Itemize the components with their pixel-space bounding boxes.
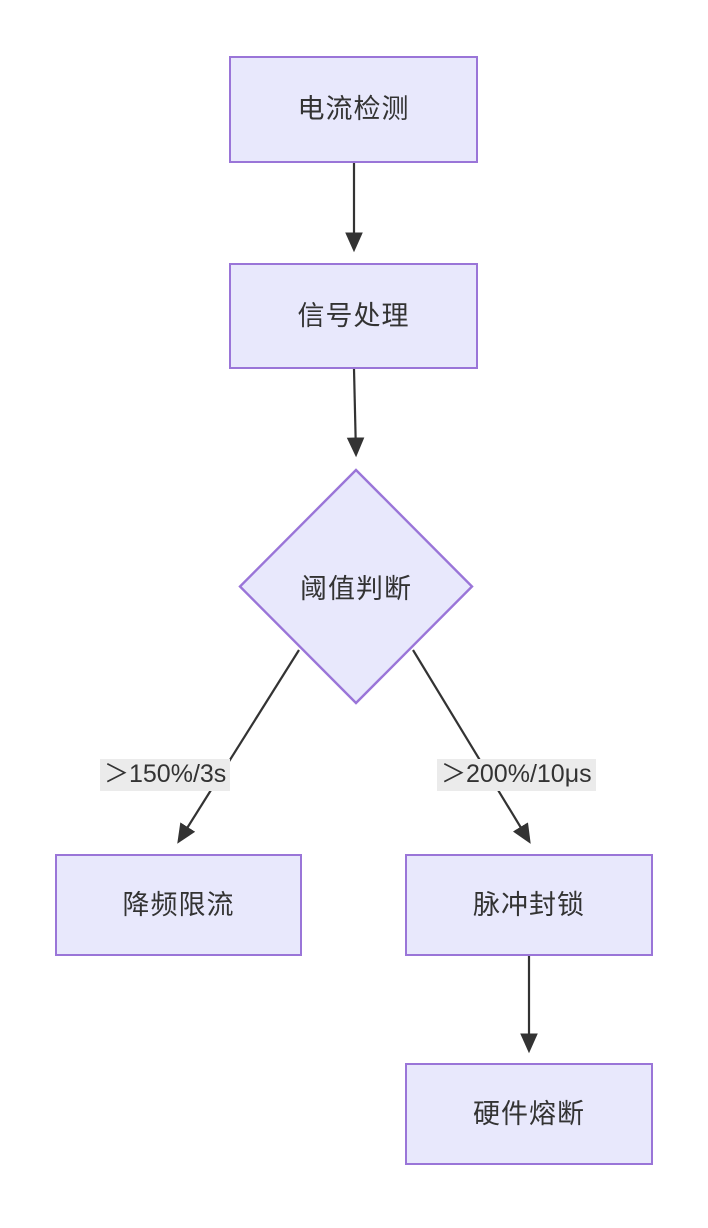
node-hardware-fuse-label: 硬件熔断: [473, 1098, 585, 1129]
node-pulse-block[interactable]: 脉冲封锁: [405, 854, 653, 956]
node-signal-process-label: 信号处理: [297, 300, 410, 331]
node-threshold-decision-label: 阈值判断: [300, 574, 412, 604]
node-current-detect-label: 电流检测: [297, 94, 410, 124]
node-derate-current-limit-label: 降频限流: [122, 889, 235, 920]
node-pulse-block-label: 脉冲封锁: [473, 889, 585, 920]
node-threshold-decision[interactable]: 阈值判断: [238, 468, 474, 705]
diamond-shape-icon: [238, 468, 474, 705]
edge-label-derate-condition: ＞150%/3s: [100, 759, 231, 791]
edge-signal-process-to-threshold: [346, 368, 365, 458]
edge-label-pulse-block-condition: ＞200%/10μs: [437, 759, 596, 791]
node-current-detect[interactable]: 电流检测: [229, 56, 478, 163]
node-signal-process[interactable]: 信号处理: [229, 263, 478, 369]
node-hardware-fuse[interactable]: 硬件熔断: [405, 1063, 653, 1165]
node-derate-current-limit[interactable]: 降频限流: [55, 854, 302, 956]
